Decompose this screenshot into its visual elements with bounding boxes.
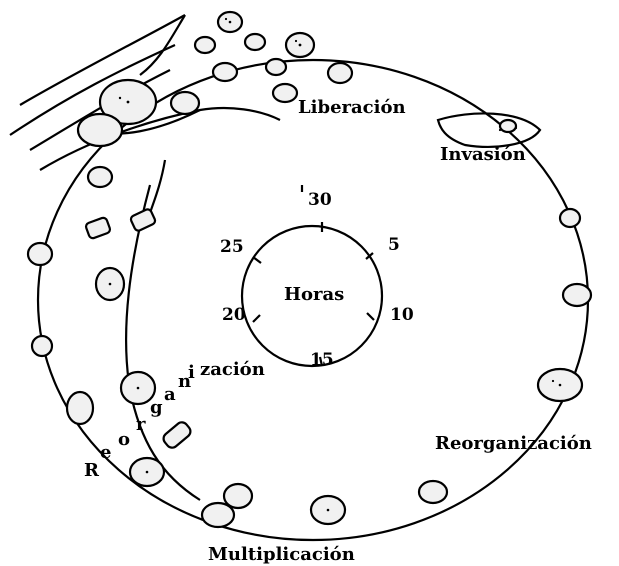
label-liberacion: Liberación: [298, 97, 406, 118]
invasion-cell: [438, 113, 540, 146]
clock-tick-15: 15: [310, 350, 334, 370]
svg-text:o: o: [118, 429, 130, 450]
label-reorganizacion: Reorganización: [435, 433, 592, 454]
svg-text:r: r: [136, 414, 146, 435]
svg-text:e: e: [100, 442, 111, 463]
label-multiplicacion: Multiplicación: [208, 544, 355, 565]
svg-text:R: R: [84, 460, 100, 481]
clock-center-label: Horas: [284, 284, 344, 305]
host-tissue: [10, 15, 280, 170]
inner-reorganizacion-label: R e o r g a n i zación: [84, 359, 265, 481]
svg-text:a: a: [164, 384, 176, 405]
svg-text:i: i: [188, 362, 195, 383]
hours-clock: 30 5 10 15 20 25 Horas: [220, 185, 414, 370]
right-side-stages: [419, 209, 591, 503]
clock-tick-30: 30: [308, 190, 332, 210]
inner-return-path: [126, 185, 200, 500]
clock-tick-5: 5: [388, 235, 400, 255]
label-invasion: Invasión: [440, 144, 526, 165]
clock-tick-25: 25: [220, 237, 244, 257]
clock-tick-20: 20: [222, 305, 246, 325]
svg-text:g: g: [150, 397, 163, 418]
svg-text:zación: zación: [200, 359, 265, 380]
clock-tick-10: 10: [390, 305, 414, 325]
inner-path-stages: [85, 167, 193, 450]
